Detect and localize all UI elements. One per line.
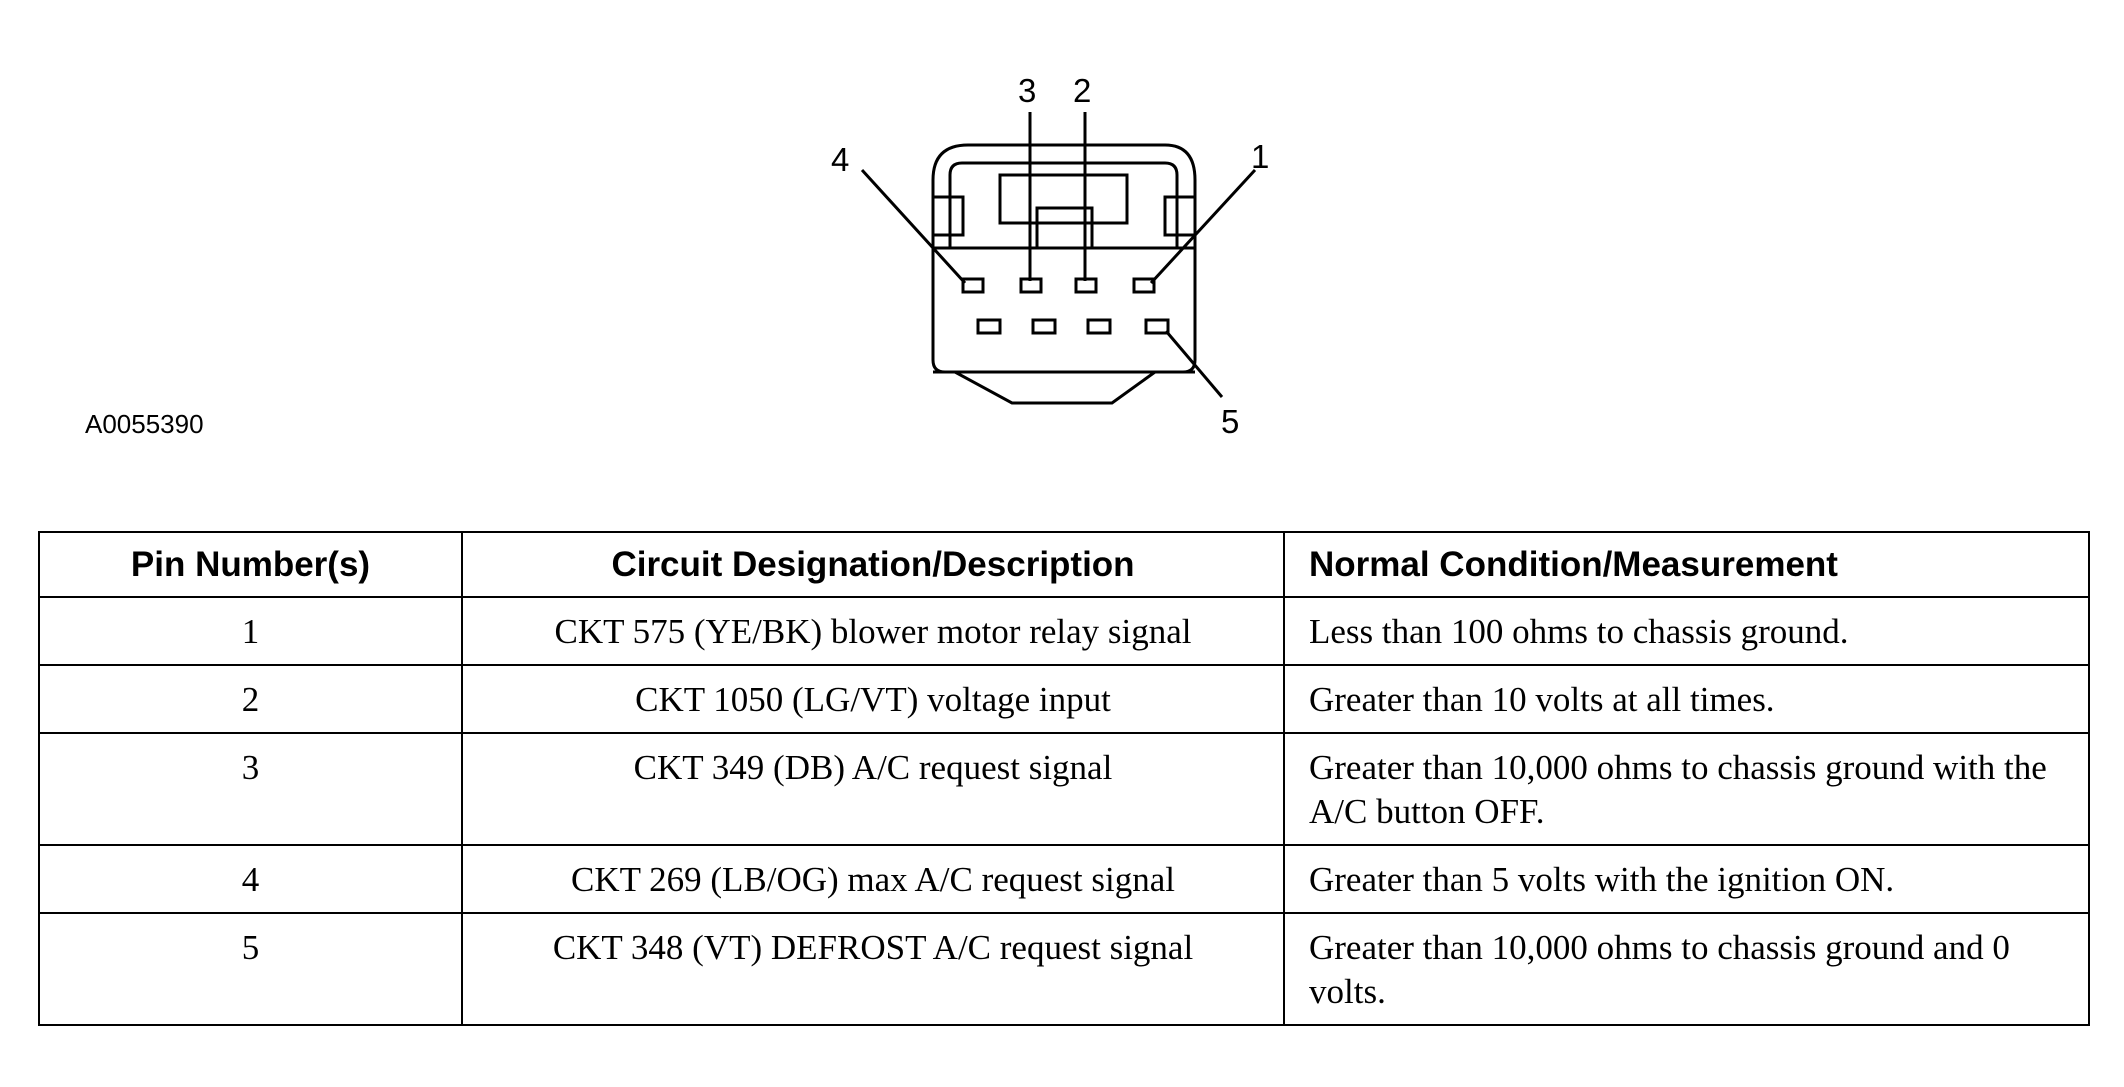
circuit-cell: CKT 575 (YE/BK) blower motor relay signa… [461,596,1285,666]
pin-number-cell: 4 [38,844,463,914]
circuit-cell: CKT 269 (LB/OG) max A/C request signal [461,844,1285,914]
pin-number-cell: 1 [38,596,463,666]
condition-cell: Greater than 10,000 ohms to chassis grou… [1283,912,2090,1026]
pin-number-cell: 3 [38,732,463,846]
condition-cell: Greater than 10 volts at all times. [1283,664,2090,734]
table-row: 2 CKT 1050 (LG/VT) voltage input Greater… [38,664,2090,734]
circuit-cell: CKT 1050 (LG/VT) voltage input [461,664,1285,734]
pin-number-cell: 2 [38,664,463,734]
cavity-row2-b [1031,318,1057,335]
header-pin-numbers: Pin Number(s) [38,531,463,598]
pin-label-1: 1 [1251,138,1269,175]
cavity-row2-c [1086,318,1112,335]
circuit-cell: CKT 349 (DB) A/C request signal [461,732,1285,846]
connector-body [931,143,1197,405]
pin-number-cell: 5 [38,912,463,1026]
cavity-pin-5 [1144,318,1170,335]
table-row: 3 CKT 349 (DB) A/C request signal Greate… [38,732,2090,846]
condition-cell: Greater than 10,000 ohms to chassis grou… [1283,732,2090,846]
leader-lines [860,112,1257,398]
circuit-cell: CKT 348 (VT) DEFROST A/C request signal [461,912,1285,1026]
pin-label-3: 3 [1018,72,1036,109]
table-row: 5 CKT 348 (VT) DEFROST A/C request signa… [38,912,2090,1026]
leader-pin-1 [1149,168,1257,285]
condition-cell: Greater than 5 volts with the ignition O… [1283,844,2090,914]
figure-id: A0055390 [85,409,204,439]
pin-label-2: 2 [1073,72,1091,109]
terminal-cavities [961,277,1170,335]
table-row: 1 CKT 575 (YE/BK) blower motor relay sig… [38,596,2090,666]
condition-cell: Less than 100 ohms to chassis ground. [1283,596,2090,666]
leader-pin-4 [860,168,967,285]
leader-pin-5 [1164,330,1224,398]
header-circuit-designation: Circuit Designation/Description [461,531,1285,598]
pin-label-4: 4 [831,141,849,178]
table-header-row: Pin Number(s) Circuit Designation/Descri… [38,531,2090,598]
connector-diagram: 3 2 4 1 5 A0055390 [85,72,1269,440]
cavity-pin-1 [1132,277,1156,294]
pin-label-5: 5 [1221,403,1239,440]
pin-table-container: Pin Number(s) Circuit Designation/Descri… [38,531,2090,1026]
table-row: 4 CKT 269 (LB/OG) max A/C request signal… [38,844,2090,914]
cavity-row2-a [976,318,1002,335]
cavity-pin-4 [961,277,985,294]
pin-table: Pin Number(s) Circuit Designation/Descri… [38,531,2090,1026]
header-normal-condition: Normal Condition/Measurement [1283,531,2090,598]
